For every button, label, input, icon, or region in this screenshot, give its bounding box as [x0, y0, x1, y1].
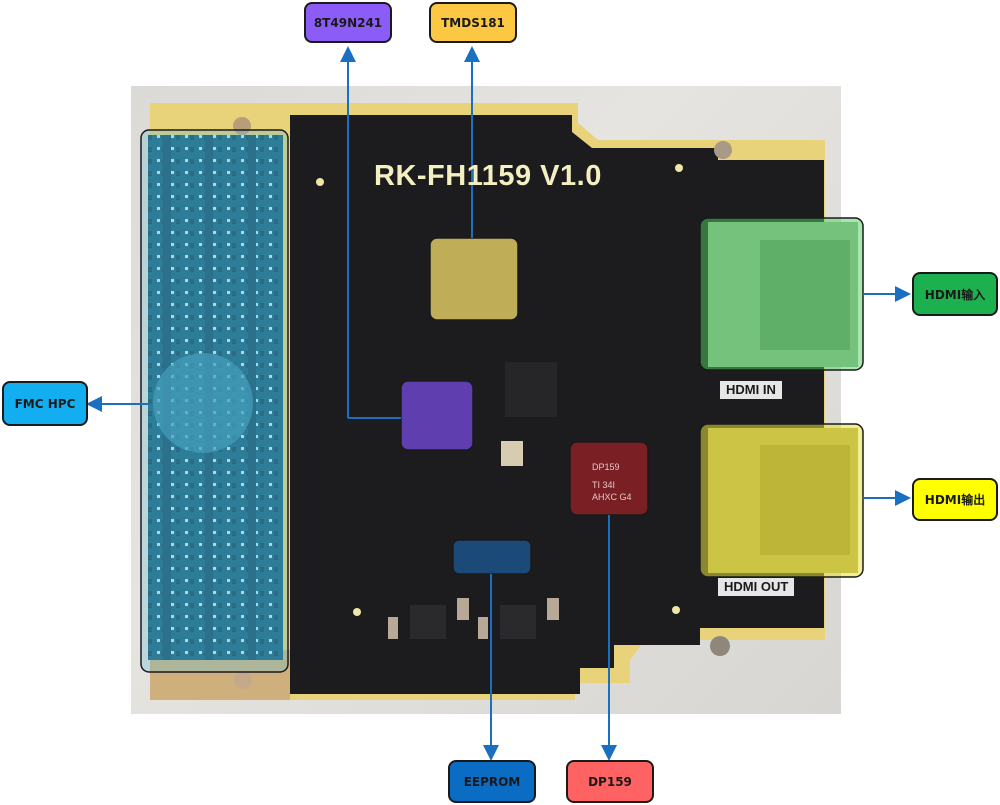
dp159-marking: DP159	[592, 462, 620, 472]
callout-hdmi-out: HDMI输出	[912, 478, 998, 521]
callout-8t49n241: 8T49N241	[304, 2, 392, 43]
svg-text:TI 34I: TI 34I	[592, 480, 615, 490]
ic-ssop	[505, 362, 557, 417]
capacitor	[388, 617, 398, 639]
clock-chip	[400, 380, 474, 451]
hdmi-in-highlight	[699, 217, 864, 371]
regulator	[500, 605, 536, 639]
callout-hdmi-in: HDMI输入	[912, 272, 998, 316]
board-gold-bottom-left	[150, 650, 290, 700]
svg-text:AHXC G4: AHXC G4	[592, 492, 632, 502]
eeprom-chip	[452, 539, 532, 575]
board-title: RK-FH1159 V1.0	[374, 160, 602, 192]
silkscreen-hdmi-out: HDMI OUT	[718, 578, 795, 596]
mounting-hole	[714, 141, 732, 159]
mounting-hole	[234, 671, 252, 689]
capacitor	[478, 617, 488, 639]
fmc-pickup-cap	[153, 353, 253, 453]
silkscreen-hdmi-in: HDMI IN	[720, 381, 782, 399]
capacitor	[547, 598, 559, 620]
via	[353, 608, 361, 616]
hdmi-out-highlight	[699, 423, 864, 578]
retimer-chip	[429, 237, 519, 321]
via	[672, 606, 680, 614]
callout-fmc-hpc: FMC HPC	[2, 381, 88, 426]
dp159-chip	[569, 441, 649, 516]
via	[316, 178, 324, 186]
callout-eeprom: EEPROM	[448, 760, 536, 803]
regulator	[410, 605, 446, 639]
via	[675, 164, 683, 172]
capacitor	[457, 598, 469, 620]
callout-dp159: DP159	[566, 760, 654, 803]
callout-tmds181: TMDS181	[429, 2, 517, 43]
mounting-hole	[710, 636, 730, 656]
fmc-highlight	[140, 129, 289, 673]
crystal	[501, 441, 523, 466]
